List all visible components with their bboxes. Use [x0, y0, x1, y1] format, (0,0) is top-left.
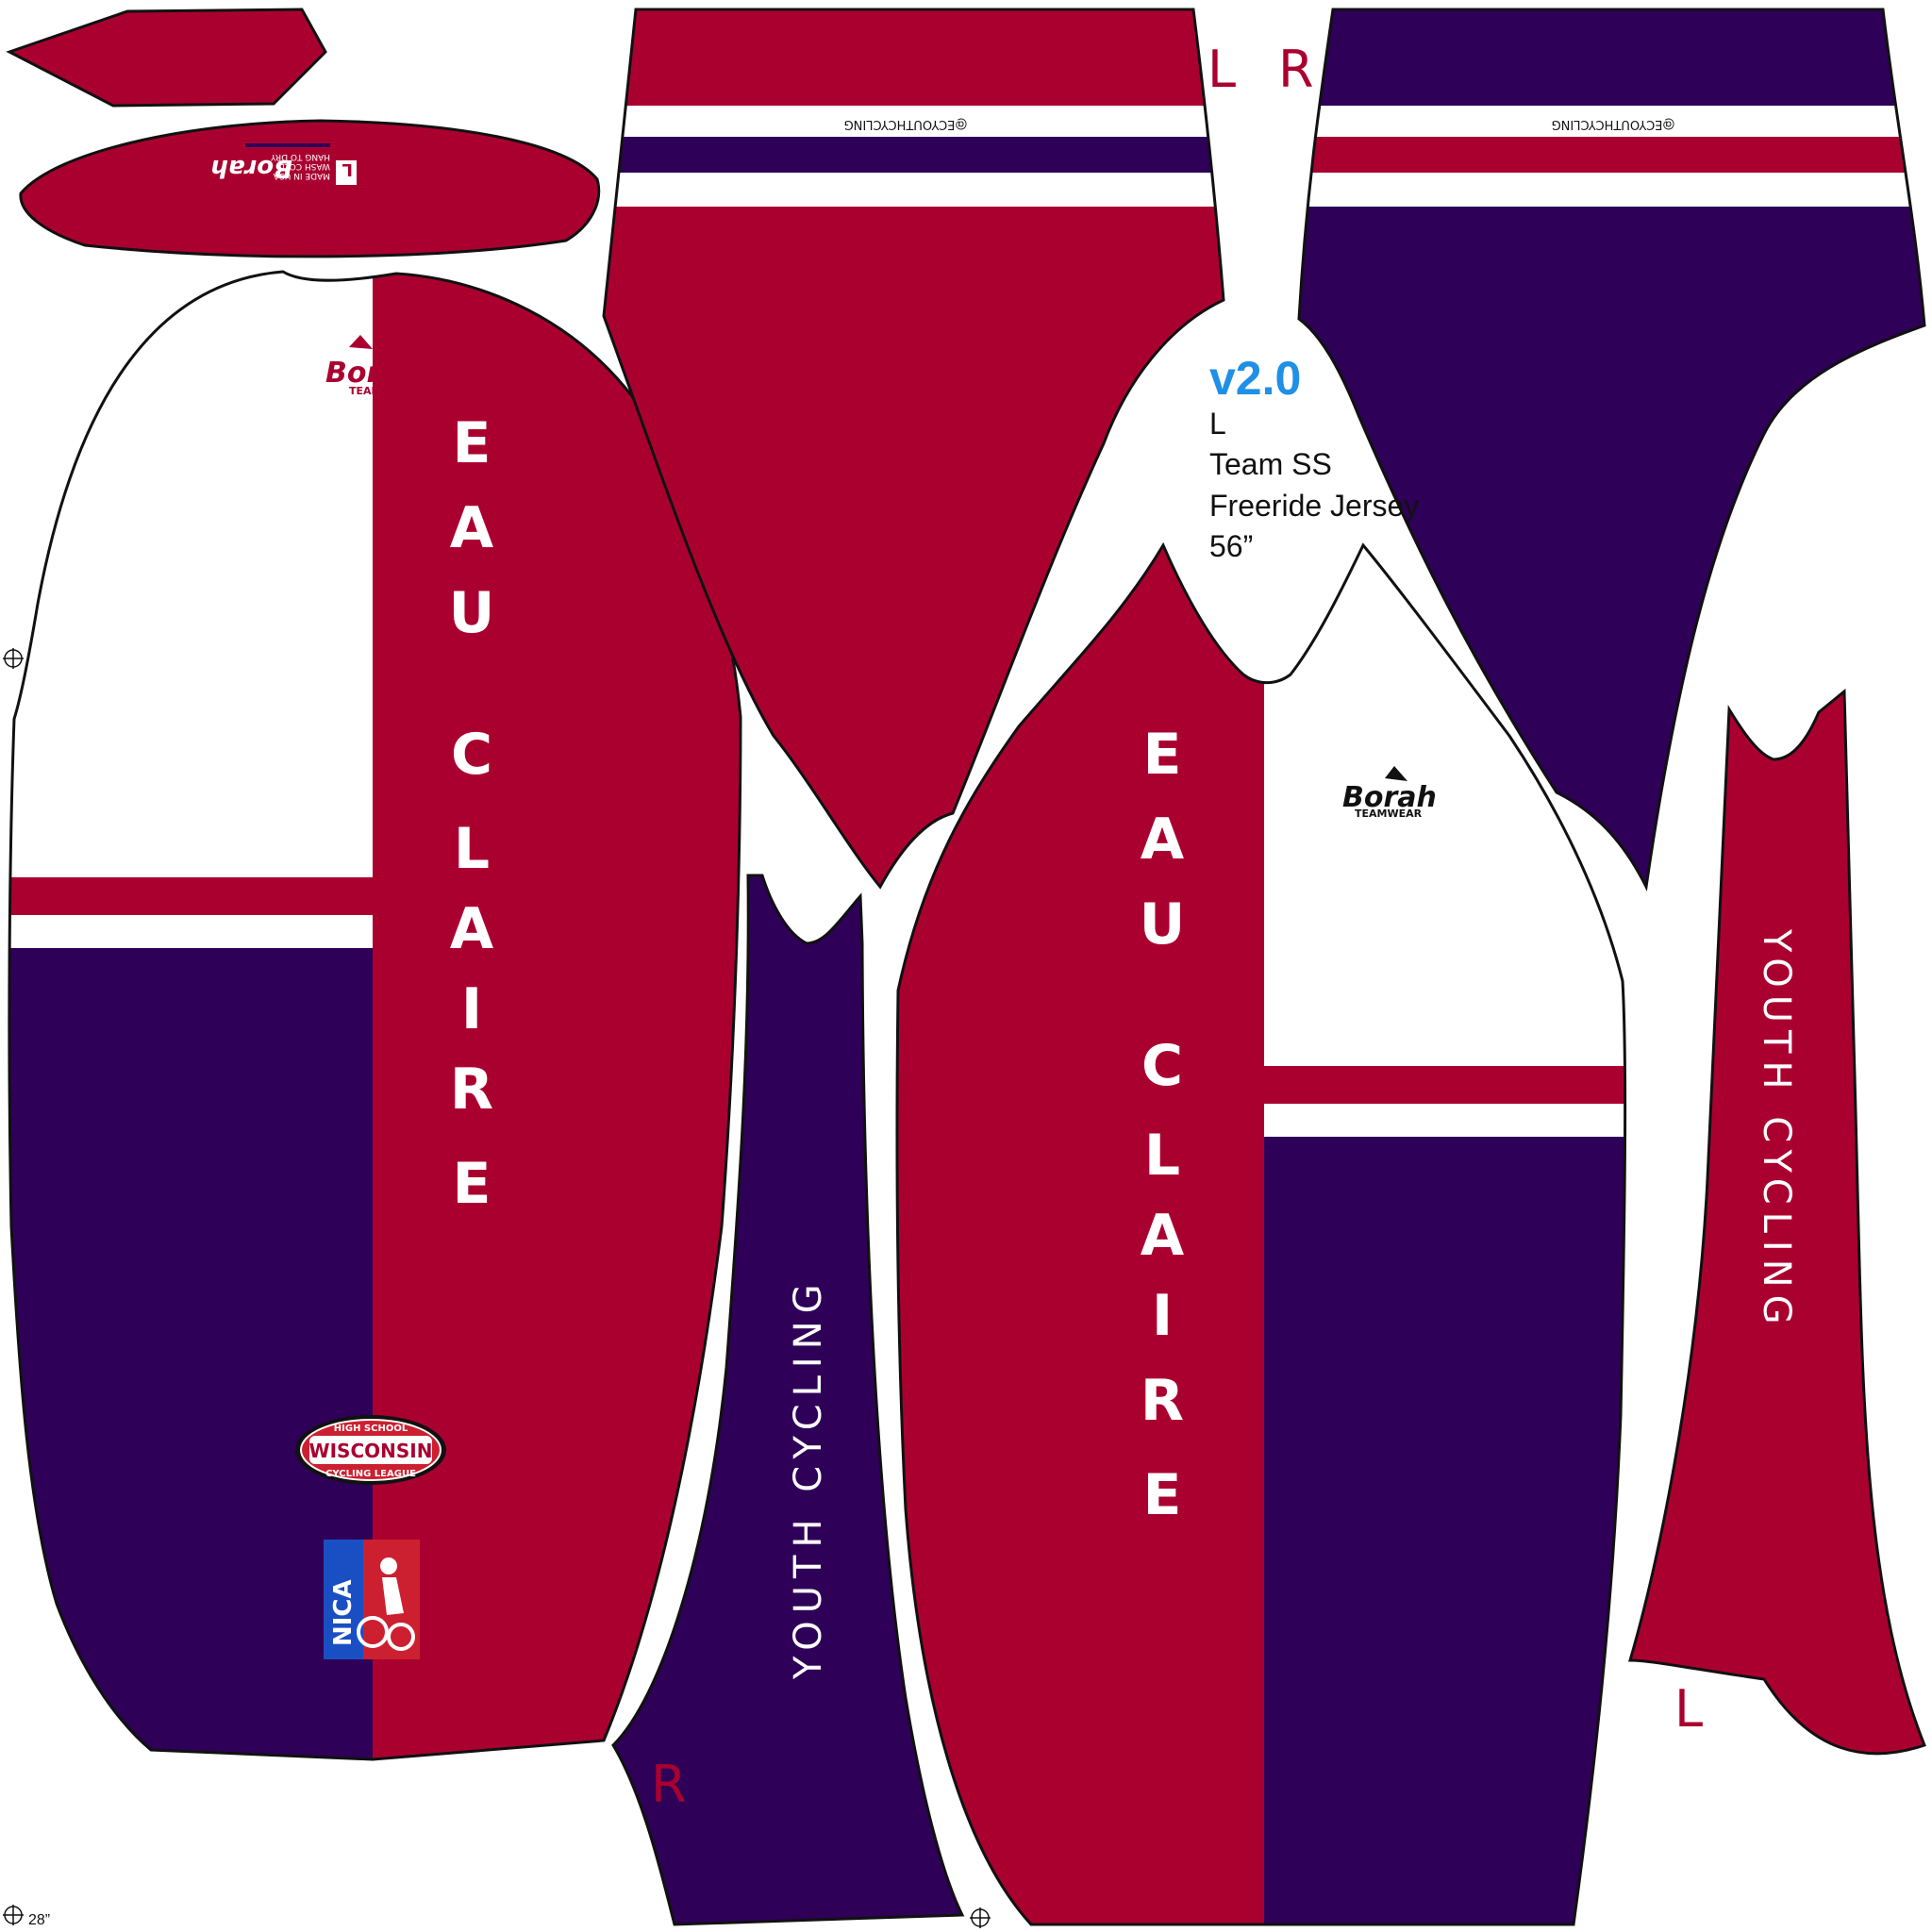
- registration-mark-left: [3, 648, 24, 669]
- sleeve-left-url: @ECYOUTHCYCLING: [844, 117, 968, 131]
- spec-size: L: [1209, 407, 1226, 441]
- care-label-line3: HANG TO DRY: [270, 152, 330, 161]
- back-brand-name: Borah: [325, 357, 420, 390]
- front-title-letter: U: [1140, 891, 1186, 958]
- back-title-letter: L: [454, 816, 490, 882]
- front-brand-sub: TEAMWEAR: [1355, 808, 1423, 820]
- width-label: 28”: [28, 1912, 50, 1928]
- care-label-size-box: [336, 160, 357, 185]
- front-title-letter: E: [1143, 1462, 1182, 1528]
- side-left-panel: YOUTH CYCLING L: [1628, 688, 1926, 1756]
- wisconsin-logo-main: WISCONSIN: [309, 1440, 433, 1462]
- nica-logo: NICA: [324, 1540, 420, 1659]
- back-title-letter: E: [453, 1151, 491, 1217]
- front-brand-logo: Borah TEAMWEAR: [1342, 766, 1437, 820]
- back-title-letter: E: [453, 410, 491, 476]
- side-left-text: YOUTH CYCLING: [1755, 928, 1798, 1332]
- back-title-letter: U: [449, 580, 495, 646]
- back-panel: Borah TEAMWEAR E A U C L A I R E HIGH SC…: [8, 270, 742, 1761]
- wisconsin-logo-top: HIGH SCHOOL: [334, 1424, 408, 1434]
- registration-mark-bottom-left: [3, 1905, 24, 1925]
- front-title-letter: L: [1144, 1123, 1180, 1189]
- nica-logo-text: NICA: [329, 1579, 358, 1646]
- back-brand-logo: Borah TEAMWEAR: [325, 335, 420, 397]
- collar-panel-label: Borah L MADE IN USA WASH COLD HANG TO DR…: [19, 119, 601, 258]
- sleeve-left-label: L: [1208, 40, 1236, 99]
- front-title-letter: R: [1141, 1368, 1184, 1434]
- back-title-letter: A: [450, 495, 494, 561]
- care-label-brand: Borah: [210, 154, 292, 182]
- front-title-letter: A: [1141, 807, 1185, 873]
- back-title-letter: C: [451, 722, 492, 788]
- front-title-letter: E: [1143, 722, 1182, 788]
- side-right-label: R: [651, 1755, 687, 1814]
- collar-panel-top: [6, 8, 327, 108]
- front-brand-name: Borah: [1342, 781, 1437, 814]
- side-right-panel: YOUTH CYCLING R: [611, 874, 965, 1926]
- spec-product-line: Team SS: [1209, 447, 1332, 481]
- sleeve-right-label: R: [1278, 40, 1314, 99]
- front-title-letter: C: [1141, 1033, 1183, 1099]
- front-title-vertical: E A U C L A I R E: [1140, 722, 1186, 1528]
- wisconsin-logo-bottom: CYCLING LEAGUE: [325, 1469, 416, 1479]
- spec-block: v2.0 L Team SS Freeride Jersey 56”: [1209, 352, 1419, 563]
- care-label: Borah L MADE IN USA WASH COLD HANG TO DR…: [210, 143, 357, 185]
- back-title-letter: A: [450, 896, 494, 962]
- back-title-letter: I: [461, 976, 482, 1042]
- front-title-letter: I: [1152, 1283, 1173, 1349]
- care-label-size: L: [342, 159, 353, 179]
- back-title-letter: R: [450, 1057, 493, 1123]
- front-title-letter: A: [1141, 1203, 1185, 1269]
- wisconsin-league-logo: HIGH SCHOOL WISCONSIN CYCLING LEAGUE: [295, 1415, 446, 1485]
- spec-measurement: 56”: [1209, 529, 1253, 563]
- spec-product-name: Freeride Jersey: [1209, 489, 1419, 523]
- spec-version: v2.0: [1209, 352, 1301, 405]
- care-label-line2: WASH COLD: [278, 161, 330, 171]
- care-label-stripe: [245, 143, 330, 147]
- side-left-label: L: [1674, 1679, 1703, 1739]
- care-label-line1: MADE IN USA: [273, 171, 330, 180]
- registration-mark-bottom-center: [970, 1907, 991, 1928]
- sleeve-right-url: @ECYOUTHCYCLING: [1552, 117, 1675, 131]
- side-right-text: YOUTH CYCLING: [787, 1276, 830, 1680]
- back-brand-sub: TEAMWEAR: [349, 385, 417, 397]
- back-title-vertical: E A U C L A I R E: [449, 410, 495, 1217]
